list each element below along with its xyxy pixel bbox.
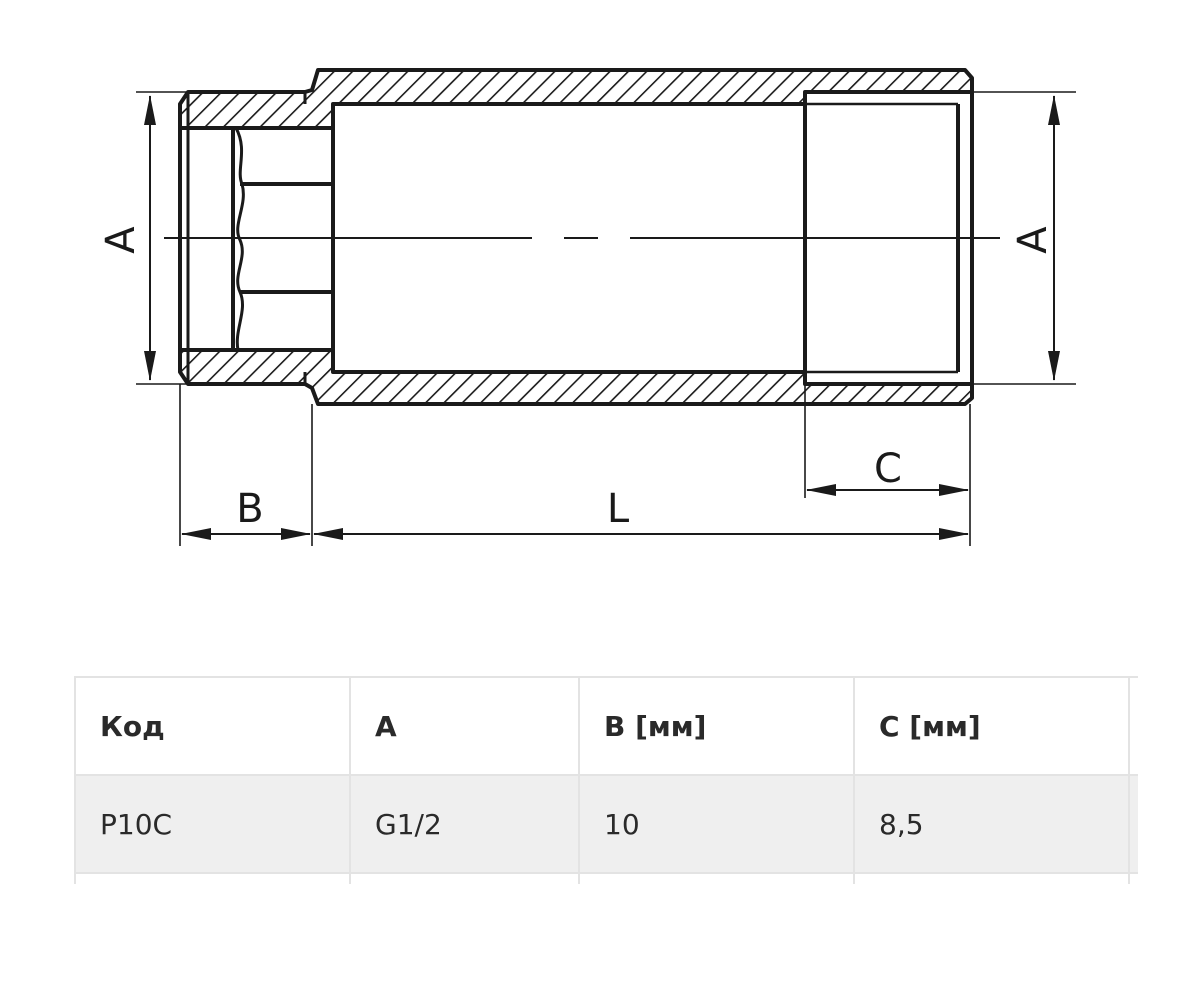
top-main-wall [178,68,974,130]
spec-table: Код A B [мм] C [мм] P10C G1/2 10 8,5 [74,676,1138,884]
cell-c: 8,5 [853,774,1130,874]
spec-table-container: Код A B [мм] C [мм] P10C G1/2 10 8,5 [74,676,1138,884]
stub-cell [349,872,580,884]
stub-cell [853,872,1130,884]
fitting-technical-drawing: A A B L C [98,68,1076,546]
header-c: C [мм] [853,676,1130,776]
cell-b: 10 [578,774,855,874]
label-l: L [607,486,630,532]
stub-cell [578,872,855,884]
dimension-lines [144,95,1060,540]
cell-a: G1/2 [349,774,580,874]
cell-extra [1128,774,1138,874]
stub-cell [1128,872,1138,884]
hex-flats-curve [234,127,245,351]
stub-cell [74,872,351,884]
extension-lines [136,91,1076,546]
label-a-left: A [98,226,144,254]
label-b: B [236,486,263,532]
table-header-row: Код A B [мм] C [мм] [74,676,1138,776]
header-b: B [мм] [578,676,855,776]
header-extra [1128,676,1138,776]
label-a-right: A [1010,226,1056,254]
header-a: A [349,676,580,776]
table-row-partial [74,872,1138,884]
label-c: C [874,446,902,492]
table-row: P10C G1/2 10 8,5 [74,774,1138,874]
cell-code: P10C [74,774,351,874]
header-code: Код [74,676,351,776]
bottom-main-wall [178,348,974,406]
